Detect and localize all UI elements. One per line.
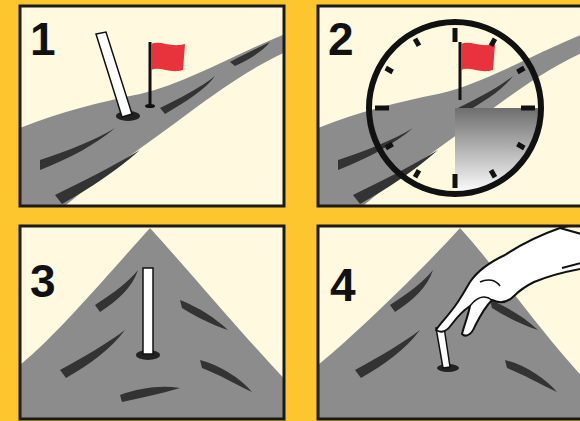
panel-three-shape (20, 228, 284, 419)
panel-three-shape-shape (60, 330, 125, 378)
panel-one-shape-shape (145, 104, 155, 108)
panel-three-shape-shape (143, 268, 153, 354)
panel-four (318, 222, 580, 421)
panel-four-shape-shape (318, 228, 580, 419)
clock-tick (517, 68, 524, 72)
panel-four-shape-shape (436, 228, 580, 336)
panel-three-shape-shape (20, 228, 284, 419)
panel-three-shape-shape (180, 300, 228, 330)
panel-two-shape-shape (375, 28, 535, 188)
clock-tick (415, 39, 419, 46)
panel-one (20, 6, 290, 210)
panel-two-shape-shape (461, 43, 495, 71)
panel-three-shape-shape (200, 360, 252, 392)
panel-four-shape-shape (480, 280, 500, 286)
panel-three (20, 226, 290, 421)
panel-one-shape-shape (55, 150, 140, 204)
panel-four-shape-shape (490, 300, 538, 330)
panel-one-shape-shape (151, 43, 185, 71)
step-number: 3 (30, 258, 56, 304)
panel-four-shape (318, 226, 580, 419)
clock-tick (517, 144, 524, 148)
panel-three-shape-shape (95, 270, 138, 312)
panel-one-shape-shape (96, 32, 132, 117)
panel-two-shape-shape (369, 22, 541, 194)
clock-tick (375, 106, 389, 111)
panel-three-shape-shape (120, 387, 180, 402)
step-number: 1 (30, 16, 56, 62)
clock-tick (386, 144, 393, 148)
panel-two-shape (318, 6, 580, 206)
clock-tick (453, 28, 458, 42)
clock-tick (521, 106, 535, 111)
panel-four-shape-shape (470, 297, 492, 306)
panel-three-shape (20, 226, 284, 419)
panel-two-shape (318, 22, 580, 206)
step-number: 4 (330, 262, 356, 308)
clock-tick (491, 170, 495, 177)
clock-tick (386, 68, 393, 72)
step-number: 2 (328, 16, 354, 62)
panel-one-shape-shape (160, 76, 215, 114)
panel-one-shape-shape (230, 42, 270, 66)
panel-one-shape-shape (40, 128, 115, 170)
panel-two (318, 6, 580, 210)
clock-tick (453, 174, 458, 188)
panel-four-shape-shape (436, 327, 450, 368)
panel-four-shape (318, 226, 580, 419)
panel-four-shape-shape (505, 360, 557, 392)
panel-four-shape-shape (390, 270, 433, 312)
panel-four-shape-shape (355, 330, 420, 378)
clock-tick (415, 170, 419, 177)
panel-one-shape-shape (20, 32, 284, 206)
panel-two-shape-shape (353, 150, 438, 204)
panel-four-shape-shape (560, 226, 580, 268)
panel-one-shape (20, 6, 284, 206)
clock-tick (491, 39, 495, 46)
panel-one-shape (20, 32, 284, 206)
